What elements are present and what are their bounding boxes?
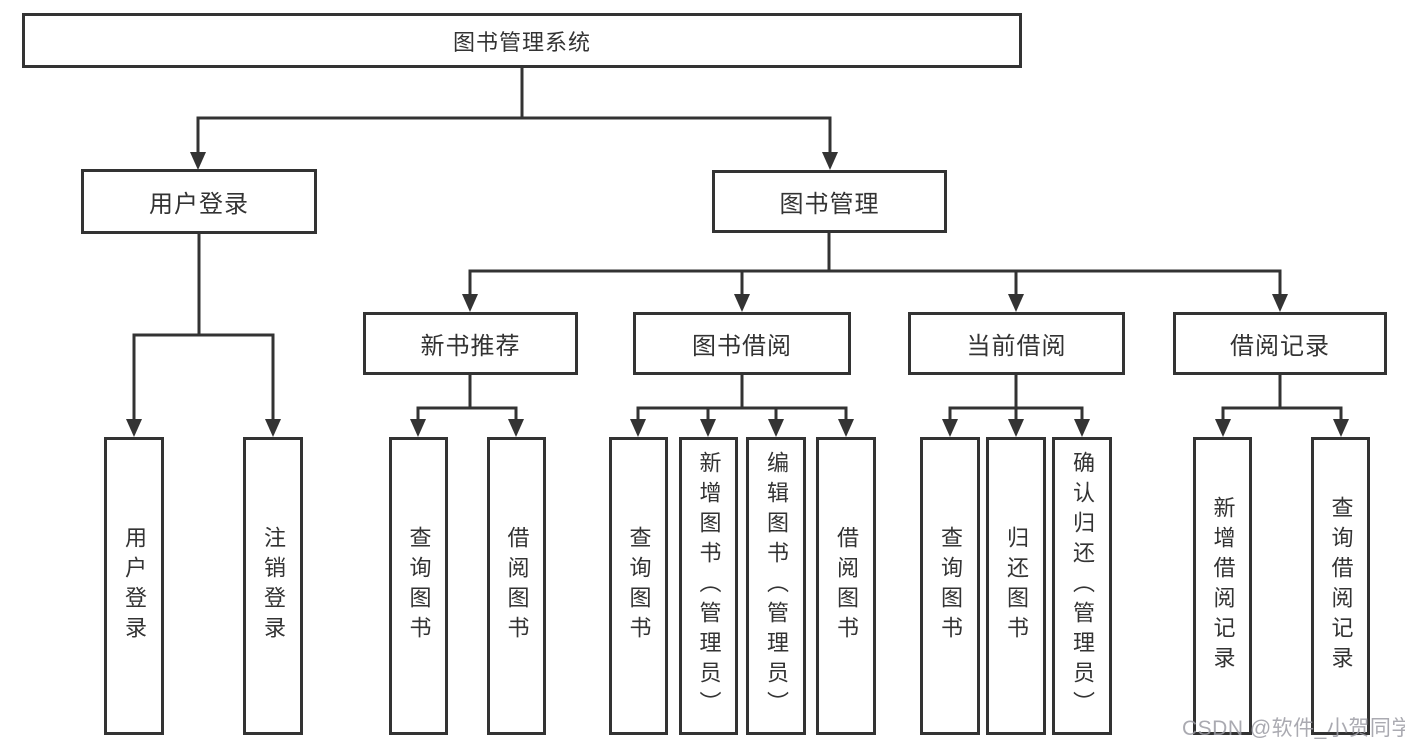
- node-book-borrowing: 图书借阅: [633, 312, 851, 375]
- leaf-bb-edit-books-admin: 编辑图书（管理员）: [746, 437, 806, 735]
- leaf-br-query-record: 查询借阅记录: [1311, 437, 1370, 735]
- node-library-management-system: 图书管理系统: [22, 13, 1022, 68]
- node-new-book-recommend: 新书推荐: [363, 312, 578, 375]
- node-current-borrowing: 当前借阅: [908, 312, 1125, 375]
- leaf-cb-confirm-return-admin: 确认归还（管理员）: [1052, 437, 1112, 735]
- leaf-nbr-borrow-books: 借阅图书: [487, 437, 546, 735]
- leaf-logout: 注销登录: [243, 437, 303, 735]
- leaf-user-login: 用户登录: [104, 437, 164, 735]
- node-user-login: 用户登录: [81, 169, 317, 234]
- leaf-bb-query-books: 查询图书: [609, 437, 668, 735]
- node-book-management: 图书管理: [712, 170, 947, 233]
- leaf-br-add-record: 新增借阅记录: [1193, 437, 1252, 735]
- leaf-bb-add-books-admin: 新增图书（管理员）: [679, 437, 738, 735]
- node-borrowing-records: 借阅记录: [1173, 312, 1387, 375]
- leaf-bb-borrow-books: 借阅图书: [816, 437, 876, 735]
- leaf-cb-query-books: 查询图书: [920, 437, 980, 735]
- leaf-nbr-query-books: 查询图书: [389, 437, 448, 735]
- leaf-cb-return-books: 归还图书: [986, 437, 1046, 735]
- csdn-watermark: CSDN @软件_小贺同学: [1182, 717, 1405, 740]
